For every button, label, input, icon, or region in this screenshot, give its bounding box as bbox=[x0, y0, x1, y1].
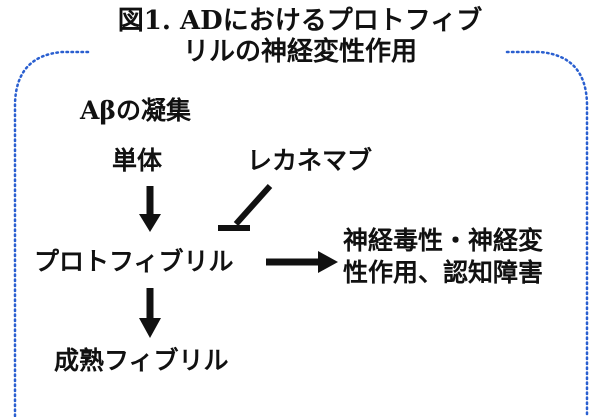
dotted-border-right bbox=[505, 50, 589, 417]
title-line-1: 図1. ADにおけるプロトフィブ bbox=[117, 6, 483, 36]
node-monomer: 単体 bbox=[112, 146, 163, 175]
section-label: Aβの凝集 bbox=[80, 96, 191, 125]
node-mature-fibril: 成熟フィブリル bbox=[54, 346, 229, 375]
node-lecanemab: レカネマブ bbox=[247, 146, 373, 175]
node-effects-line-2: 性作用、認知障害 bbox=[343, 258, 544, 287]
node-effects-line-1: 神経毒性・神経変 bbox=[343, 226, 544, 255]
node-protofibril: プロトフィブリル bbox=[34, 247, 234, 276]
dotted-border-left bbox=[13, 50, 90, 417]
title-line-2: リルの神経変性作用 bbox=[182, 37, 417, 67]
arrow-down-monomer-to-protofibril bbox=[139, 186, 161, 232]
inhibition-line-lecanemab bbox=[218, 183, 273, 231]
arrow-right-protofibril-to-effects bbox=[266, 251, 338, 273]
arrow-down-protofibril-to-mature bbox=[139, 288, 161, 338]
